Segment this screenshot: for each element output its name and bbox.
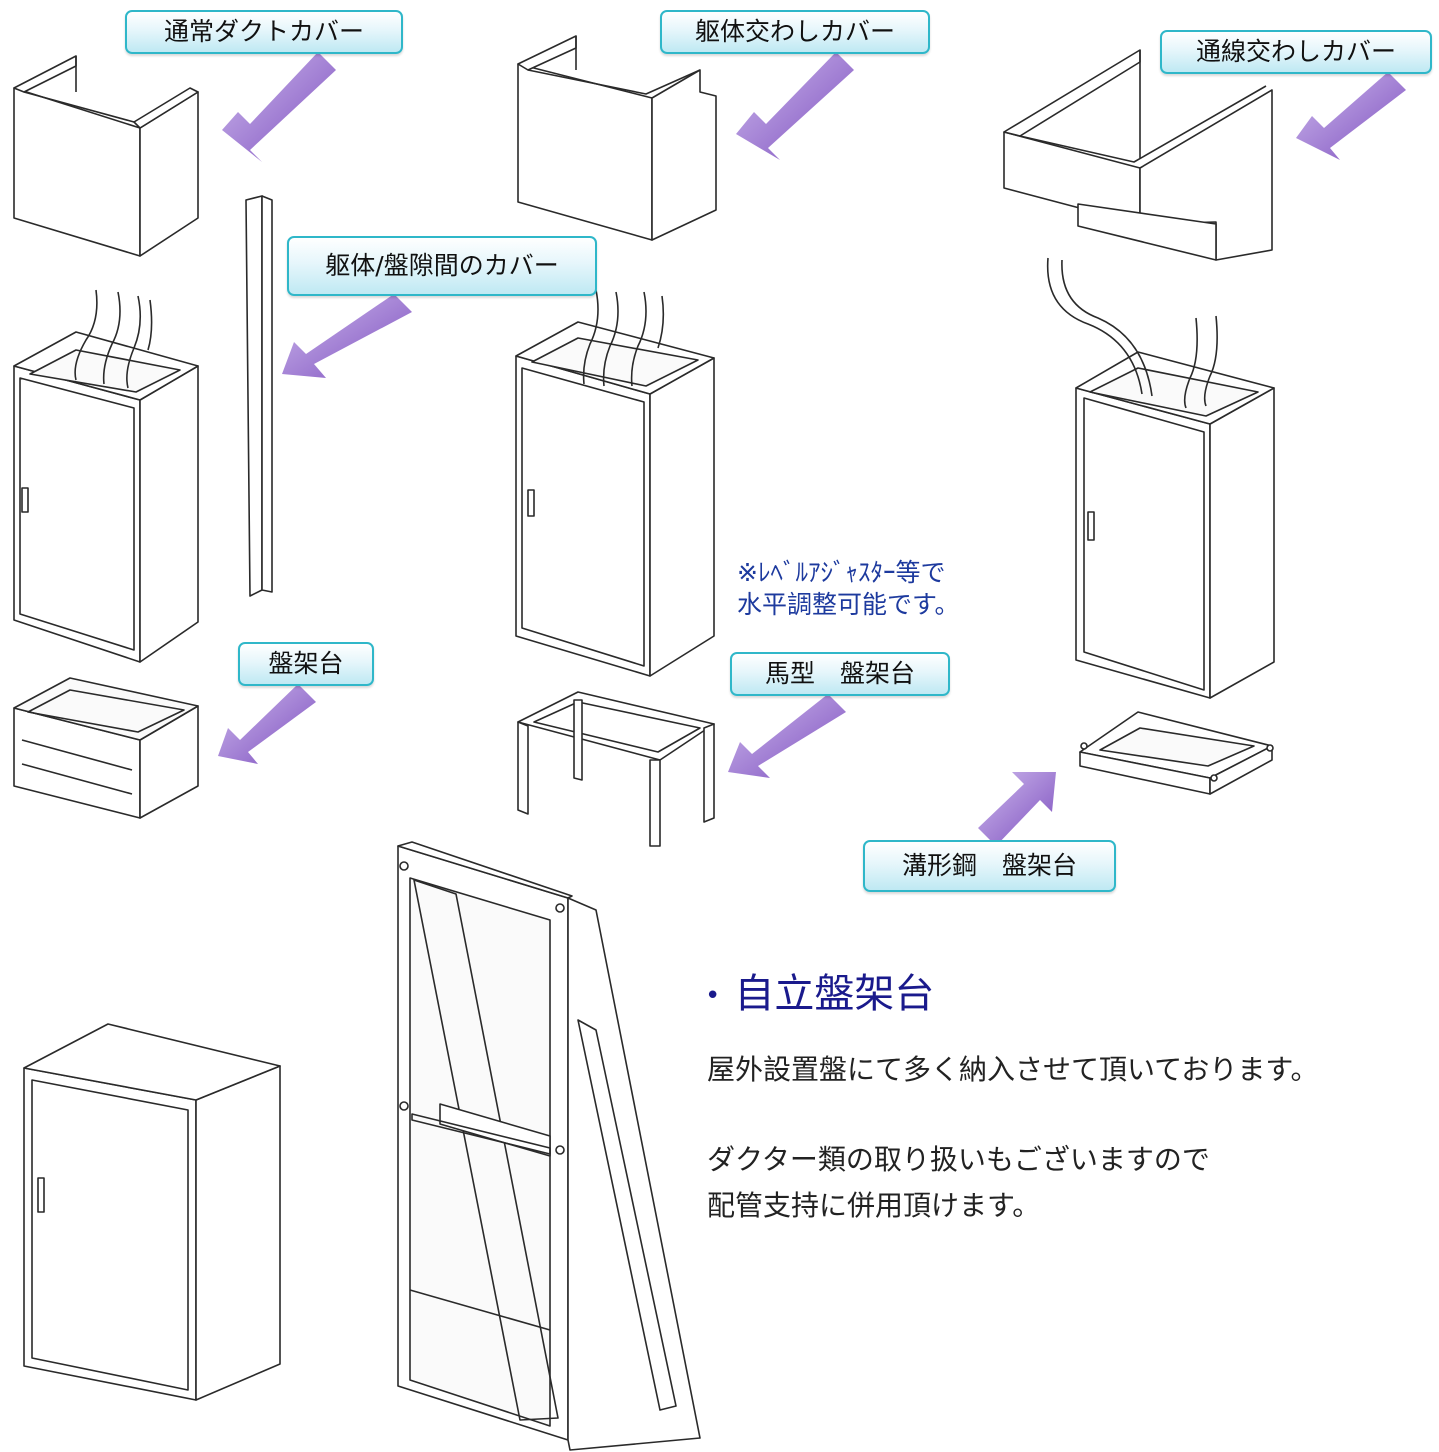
arrow-body-cross-cover (736, 52, 854, 160)
description-line3: 配管支持に併用頂けます。 (707, 1189, 1041, 1222)
small-cabinet-drawing (23, 1023, 281, 1401)
description-line2: ダクター類の取り扱いもございますので (707, 1143, 1210, 1176)
cabinet-left-drawing (13, 289, 199, 663)
panel-stand-left-drawing (13, 677, 199, 819)
arrow-horse-stand (728, 694, 846, 778)
arrow-channel-stand (978, 772, 1056, 846)
leveling-note-line1: ※ﾚﾍﾞﾙｱｼﾞｬｽﾀｰ等で (737, 558, 946, 587)
section-title: • 自立盤架台 (705, 970, 934, 1020)
cabinet-middle-drawing (515, 289, 715, 677)
arrow-wiring-cross-cover (1296, 72, 1406, 160)
cabinet-right-drawing (1046, 257, 1275, 699)
channel-stand-drawing (1079, 711, 1274, 795)
section-title-text: 自立盤架台 (734, 971, 935, 1017)
arrow-panel-stand (218, 684, 316, 764)
bullet-icon: • (705, 981, 721, 1011)
label-wiring-cross-cover: 通線交わしカバー (1160, 30, 1432, 74)
normal-duct-cover-drawing (13, 55, 199, 257)
horse-stand-drawing (517, 691, 715, 847)
description-line1: 屋外設置盤にて多く納入させて頂いております。 (707, 1053, 1319, 1086)
label-horse-stand: 馬型 盤架台 (730, 652, 950, 696)
body-cross-cover-drawing (517, 35, 717, 241)
label-normal-duct-cover: 通常ダクトカバー (125, 10, 403, 54)
label-panel-stand: 盤架台 (238, 642, 374, 686)
label-channel-stand: 溝形鋼 盤架台 (863, 840, 1116, 892)
gap-cover-pole-drawing (245, 195, 273, 597)
self-standing-frame-drawing (397, 841, 701, 1451)
arrow-gap-cover (282, 294, 412, 378)
wiring-cross-cover-drawing (1003, 49, 1273, 261)
label-body-cross-cover: 躯体交わしカバー (660, 10, 930, 54)
arrow-normal-duct-cover (222, 52, 336, 162)
leveling-note: ※ﾚﾍﾞﾙｱｼﾞｬｽﾀｰ等で 水平調整可能です。 (737, 557, 960, 621)
label-gap-cover: 躯体/盤隙間のカバー (287, 236, 597, 296)
leveling-note-line2: 水平調整可能です。 (737, 590, 960, 619)
